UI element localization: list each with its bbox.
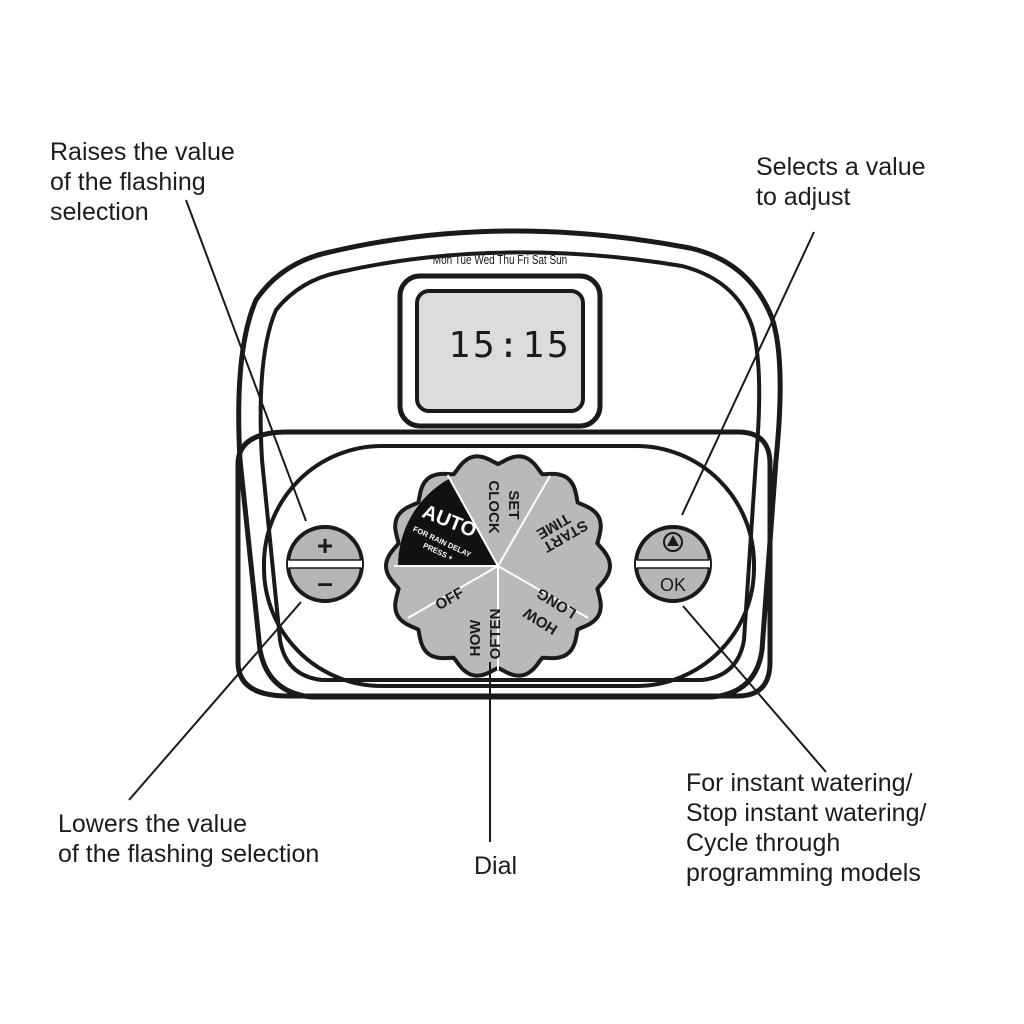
dial-divider-4 xyxy=(497,565,589,619)
callout-ok: For instant watering/ Stop instant water… xyxy=(686,768,926,888)
body-outer-outline xyxy=(236,228,783,700)
mode-dial[interactable]: AUTO FOR RAIN DELAY PRESS + SET CLOCK ST… xyxy=(383,454,613,678)
callout-lower: Lowers the value of the flashing selecti… xyxy=(58,809,319,869)
callout-ok-line-1: For instant watering/ xyxy=(686,769,913,797)
control-panel-outer xyxy=(235,429,773,699)
timer-body xyxy=(235,228,783,700)
callout-select: Selects a value to adjust xyxy=(756,152,926,212)
leader-lines xyxy=(128,199,827,842)
plus-icon[interactable]: + xyxy=(317,530,333,561)
callout-lower-line-2: of the flashing selection xyxy=(58,840,320,868)
callout-ok-line-3: Cycle through xyxy=(686,829,841,857)
lcd-screen xyxy=(415,289,585,413)
dial-label-how-often-2: OFTEN xyxy=(487,609,504,660)
callout-raise-line-1: Raises the value xyxy=(50,138,235,166)
select-icon-ring xyxy=(663,532,683,552)
weekday-strip: Mon Tue Wed Thu Fri Sat Sun xyxy=(433,254,567,267)
select-ok-button[interactable]: OK xyxy=(634,525,712,603)
lcd-housing xyxy=(397,273,603,429)
callout-ok-line-4: programming models xyxy=(686,859,921,887)
callout-ok-line-2: Stop instant watering/ xyxy=(686,799,927,827)
dial-segment-auto-fill xyxy=(398,478,498,566)
dial-label-how-often-1: HOW xyxy=(467,619,484,657)
ok-button-label[interactable]: OK xyxy=(660,575,686,595)
callout-raise: Raises the value of the flashing selecti… xyxy=(50,137,235,227)
up-triangle-icon xyxy=(667,535,679,546)
dial-label-set: SET xyxy=(505,490,522,519)
dial-divider-3 xyxy=(497,475,551,567)
leader-lower xyxy=(128,601,302,801)
leader-ok xyxy=(682,605,827,773)
leader-select xyxy=(681,231,815,516)
callout-dial-line-1: Dial xyxy=(474,852,518,880)
dial-segment-set-clock[interactable]: SET CLOCK xyxy=(485,480,522,533)
callout-select-line-2: to adjust xyxy=(756,183,851,211)
callout-dial: Dial xyxy=(474,851,517,881)
minus-icon[interactable]: – xyxy=(317,567,333,598)
callout-lower-line-1: Lowers the value xyxy=(58,810,248,838)
plus-minus-button[interactable]: + – xyxy=(286,525,364,603)
dial-label-clock: CLOCK xyxy=(485,480,502,533)
select-icon[interactable] xyxy=(663,532,683,552)
leader-raise xyxy=(185,199,307,522)
dial-divider-2 xyxy=(446,474,499,567)
callout-select-line-1: Selects a value xyxy=(756,153,926,181)
dial-divider-6 xyxy=(407,565,499,619)
control-panel-inner xyxy=(262,444,756,688)
lcd-time-readout: 15:15 xyxy=(448,325,571,366)
dial-dividers xyxy=(394,474,589,670)
callout-raise-line-3: selection xyxy=(50,198,149,226)
callout-raise-line-2: of the flashing xyxy=(50,168,206,196)
dial-segment-how-often[interactable]: HOW OFTEN xyxy=(467,609,504,660)
